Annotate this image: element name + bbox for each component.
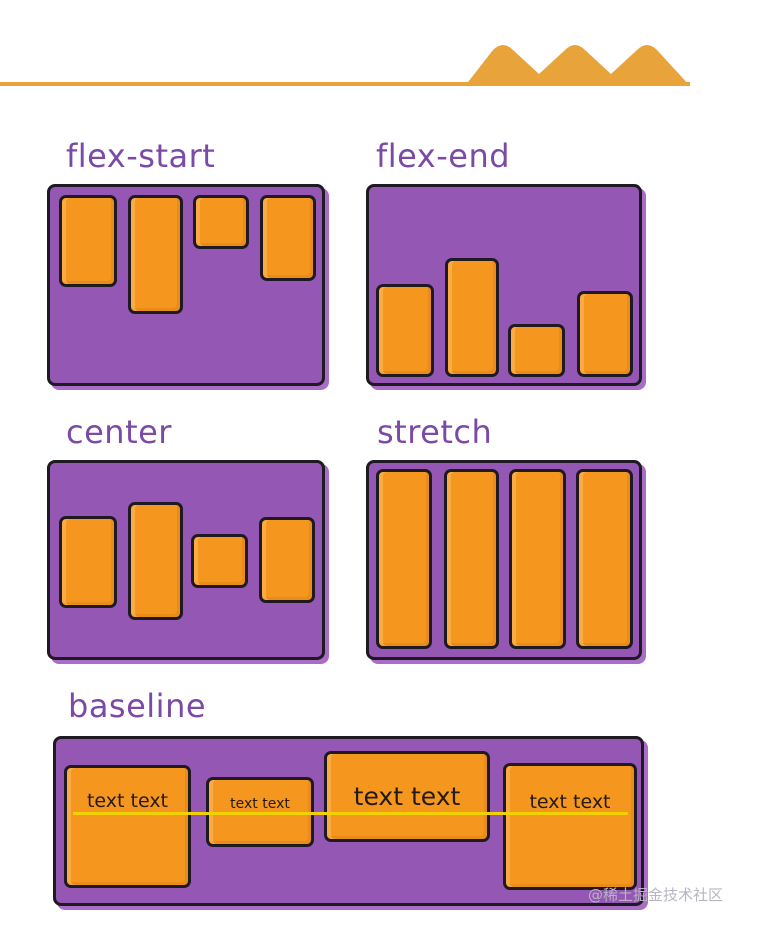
panel-center	[47, 460, 325, 660]
panel-flex-end	[366, 184, 642, 386]
label-baseline: baseline	[68, 687, 207, 725]
flex-item	[193, 195, 249, 249]
flex-item	[59, 516, 117, 608]
flex-item	[59, 195, 117, 287]
baseline-item-text: text text	[86, 790, 169, 812]
flex-item	[444, 469, 499, 649]
panel-baseline: text text text text text text text text	[53, 736, 644, 906]
baseline-item-text: text text	[230, 796, 290, 812]
flex-item	[260, 195, 316, 281]
panel-stretch	[366, 460, 642, 660]
flex-item	[191, 534, 248, 588]
watermark: @稀土掘金技术社区	[588, 886, 724, 904]
baseline-item-text: text text	[529, 791, 611, 813]
flex-item	[376, 284, 434, 377]
flex-item	[508, 324, 565, 377]
flex-item	[128, 195, 183, 314]
panel-flex-start	[47, 184, 325, 386]
baseline-item: text text	[503, 763, 637, 890]
baseline-guide-line	[73, 812, 628, 815]
label-stretch: stretch	[377, 413, 493, 451]
flex-item	[445, 258, 499, 377]
label-center: center	[66, 413, 172, 451]
label-flex-end: flex-end	[376, 137, 511, 175]
mountain-decoration-icon	[465, 45, 690, 86]
baseline-item: text text	[64, 765, 191, 888]
top-accent-line	[0, 82, 690, 86]
baseline-item-text: text text	[353, 782, 461, 811]
flex-item	[509, 469, 566, 649]
flex-item	[128, 502, 183, 620]
baseline-item: text text	[324, 751, 490, 842]
flex-item	[576, 469, 633, 649]
flex-item	[376, 469, 432, 649]
flex-item	[259, 517, 315, 603]
label-flex-start: flex-start	[66, 137, 216, 175]
flex-item	[577, 291, 633, 377]
